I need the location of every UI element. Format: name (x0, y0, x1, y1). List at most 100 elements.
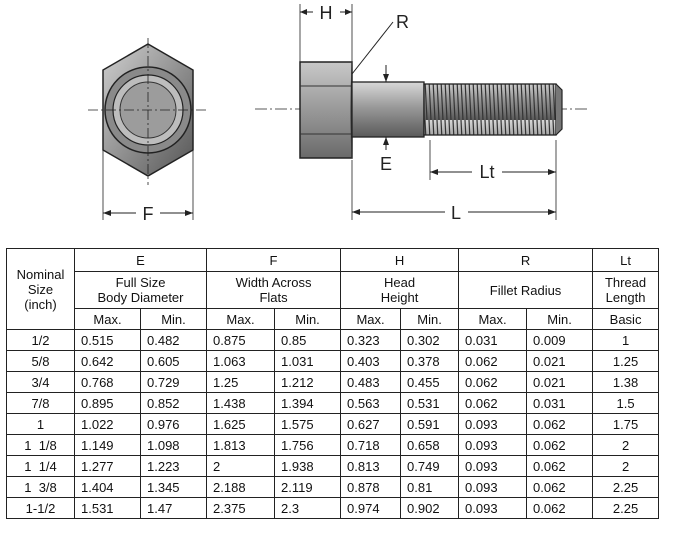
value-cell: 0.062 (458, 350, 528, 372)
value-cell: 0.642 (74, 350, 141, 372)
value-cell: 0.605 (139, 350, 208, 372)
value-cell: 2 (592, 455, 660, 477)
value-cell: 0.062 (526, 413, 594, 435)
value-cell: 2 (206, 455, 276, 477)
value-cell: 1.394 (274, 392, 342, 414)
value-cell: 0.878 (340, 476, 402, 498)
value-cell: 0.009 (526, 329, 594, 351)
bolt-drawing: F H R E Lt (88, 3, 590, 224)
value-cell: 0.021 (526, 350, 594, 372)
value-cell: 0.031 (526, 392, 594, 414)
dim-label-e: E (380, 154, 392, 174)
dim-label-lt: Lt (479, 162, 494, 182)
value-cell: 0.85 (274, 329, 342, 351)
group-title-r: Fillet Radius (458, 271, 594, 309)
value-cell: 0.81 (400, 476, 460, 498)
value-cell: 0.062 (526, 476, 594, 498)
value-cell: 0.483 (340, 371, 402, 393)
value-cell: 0.658 (400, 434, 460, 456)
value-cell: 1.938 (274, 455, 342, 477)
value-cell: 0.062 (526, 497, 594, 519)
value-cell: 0.813 (340, 455, 402, 477)
value-cell: 1.063 (206, 350, 276, 372)
nominal-size-cell: 1 3/8 (6, 476, 75, 498)
value-cell: 1.345 (139, 476, 208, 498)
value-cell: 0.768 (74, 371, 141, 393)
value-cell: 0.852 (139, 392, 208, 414)
value-cell: 1.25 (206, 371, 276, 393)
nominal-size-cell: 7/8 (6, 392, 75, 414)
value-cell: 0.093 (458, 434, 528, 456)
nominal-size-cell: 3/4 (6, 371, 75, 393)
value-cell: 0.031 (458, 329, 528, 351)
value-cell: 1.38 (592, 371, 660, 393)
value-cell: 0.062 (458, 371, 528, 393)
value-cell: 0.302 (400, 329, 460, 351)
value-cell: 2 (592, 434, 660, 456)
subheader-basic: Basic (592, 308, 660, 330)
group-letter-lt: Lt (592, 248, 660, 272)
value-cell: 1.813 (206, 434, 276, 456)
group-letter-h: H (340, 248, 460, 272)
value-cell: 1.277 (74, 455, 141, 477)
value-cell: 0.403 (340, 350, 402, 372)
value-cell: 0.093 (458, 476, 528, 498)
value-cell: 0.902 (400, 497, 460, 519)
value-cell: 1.47 (139, 497, 208, 519)
value-cell: 1.531 (74, 497, 141, 519)
group-letter-e: E (73, 248, 208, 272)
subheader-max: Max. (74, 308, 141, 330)
value-cell: 1.438 (206, 392, 276, 414)
group-letter-f: F (206, 248, 342, 272)
subheader-min: Min. (400, 308, 460, 330)
value-cell: 0.895 (74, 392, 141, 414)
value-cell: 2.375 (206, 497, 276, 519)
value-cell: 0.062 (526, 455, 594, 477)
value-cell: 0.021 (526, 371, 594, 393)
nominal-size-cell: 1 1/4 (6, 455, 75, 477)
value-cell: 2.188 (206, 476, 276, 498)
nominal-size-cell: 1 (6, 413, 75, 435)
header-row-subheaders: Max.Min.Max.Min.Max.Min.Max.Min.Basic (7, 308, 660, 330)
value-cell: 1.5 (592, 392, 660, 414)
value-cell: 0.093 (458, 455, 528, 477)
value-cell: 0.718 (340, 434, 402, 456)
value-cell: 0.062 (526, 434, 594, 456)
value-cell: 1.031 (274, 350, 342, 372)
value-cell: 1.098 (139, 434, 208, 456)
value-cell: 0.563 (340, 392, 402, 414)
subheader-max: Max. (340, 308, 402, 330)
value-cell: 1.575 (274, 413, 342, 435)
dim-label-l: L (451, 203, 461, 223)
value-cell: 0.062 (458, 392, 528, 414)
value-cell: 1.25 (592, 350, 660, 372)
value-cell: 1.212 (274, 371, 342, 393)
value-cell: 1 (592, 329, 660, 351)
nominal-size-cell: 1/2 (6, 329, 75, 351)
value-cell: 0.531 (400, 392, 460, 414)
value-cell: 1.75 (592, 413, 660, 435)
value-cell: 1.404 (74, 476, 141, 498)
nominal-size-cell: 1 1/8 (6, 434, 75, 456)
dim-label-r: R (396, 12, 409, 32)
value-cell: 0.093 (458, 497, 528, 519)
value-cell: 0.976 (139, 413, 208, 435)
subheader-min: Min. (274, 308, 342, 330)
subheader-min: Min. (139, 308, 208, 330)
value-cell: 0.378 (400, 350, 460, 372)
value-cell: 0.591 (400, 413, 460, 435)
value-cell: 2.25 (592, 497, 660, 519)
subheader-max: Max. (206, 308, 276, 330)
